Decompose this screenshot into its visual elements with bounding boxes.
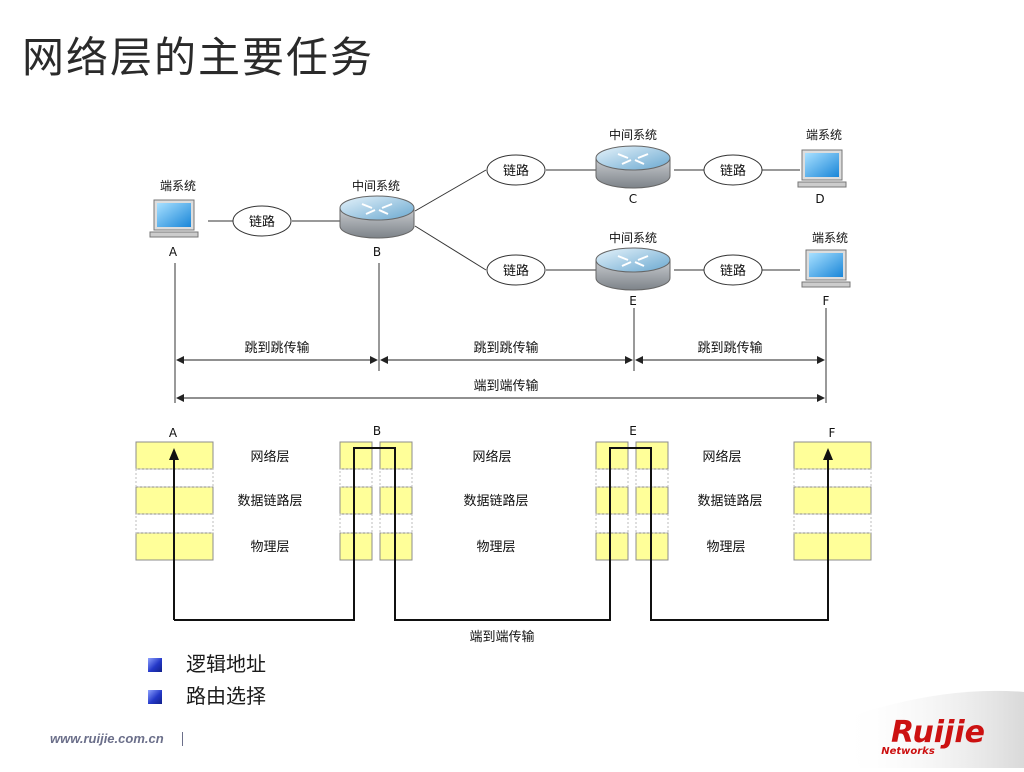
bullet-item-routing: 路由选择 [146, 680, 266, 712]
node-label-e-top: E [629, 294, 637, 308]
bullet-item-logical-address: 逻辑地址 [146, 648, 266, 680]
layer-label-physical-1: 物理层 [250, 540, 289, 555]
end-system-label-a: 端系统 [160, 179, 196, 193]
bullet-list: 逻辑地址 路由选择 [146, 648, 266, 712]
end-to-end-label-top: 端到端传输 [473, 378, 538, 394]
link-ellipse [486, 154, 546, 186]
network-layer-diagram: 端系统 A 链路 中间系统 B 链路 链路 中间系统 C 中间系统 E 链路 链… [118, 108, 883, 653]
bullet-text: 路由选择 [186, 684, 266, 708]
end-system-label-f: 端系统 [812, 231, 848, 245]
link-label: 链路 [720, 163, 746, 179]
footer-url: www.ruijie.com.cn [50, 731, 164, 746]
node-label-a-bottom: A [169, 426, 178, 440]
data-path [173, 447, 829, 621]
node-label-b-top: B [373, 245, 381, 259]
node-label-b-bottom: B [373, 424, 381, 438]
router-icon-e [595, 247, 671, 291]
hop-label-1: 跳到跳传输 [244, 340, 309, 356]
node-label-c: C [629, 192, 637, 206]
layer-label-network-3: 网络层 [702, 449, 741, 465]
node-label-f-top: F [823, 294, 830, 308]
link-ellipse [486, 254, 546, 286]
node-label-d: D [815, 192, 824, 206]
intermediate-system-label-b: 中间系统 [352, 178, 400, 193]
intermediate-system-label-e: 中间系统 [609, 230, 657, 245]
node-label-f-bottom: F [829, 426, 836, 440]
logo-subtext: Networks [881, 746, 935, 757]
link-ellipse [232, 205, 292, 237]
intermediate-system-label-c: 中间系统 [609, 127, 657, 142]
node-label-e-bottom: E [629, 424, 637, 438]
router-icon-b [339, 195, 415, 239]
layer-label-datalink-3: 数据链路层 [697, 493, 762, 509]
bullet-square-icon [148, 690, 162, 704]
bullet-text: 逻辑地址 [186, 652, 266, 676]
link-label: 链路 [249, 214, 275, 230]
hop-label-2: 跳到跳传输 [473, 340, 538, 356]
link-label: 链路 [503, 163, 529, 179]
end-system-label-d: 端系统 [806, 128, 842, 142]
router-icon-c [595, 145, 671, 189]
arrow-up-icon [823, 448, 833, 460]
layer-label-datalink-2: 数据链路层 [463, 493, 528, 509]
arrow-up-icon [169, 448, 179, 460]
logo-wordmark: Ruijie [891, 715, 985, 750]
bullet-square-icon [148, 658, 162, 672]
layer-label-network-1: 网络层 [250, 449, 289, 465]
link-ellipse [703, 254, 763, 286]
ruijie-logo: Ruijie Networks [830, 690, 1024, 768]
computer-icon-d [797, 149, 847, 188]
computer-icon-f [801, 249, 851, 288]
footer-divider [182, 732, 183, 746]
computer-icon-a [149, 199, 199, 238]
layer-label-datalink-1: 数据链路层 [237, 493, 302, 509]
layer-label-physical-3: 物理层 [706, 540, 745, 555]
link-label: 链路 [503, 263, 529, 279]
layer-label-network-2: 网络层 [472, 449, 511, 465]
layer-label-physical-2: 物理层 [476, 540, 515, 555]
link-ellipse [703, 154, 763, 186]
end-to-end-label-bottom: 端到端传输 [469, 629, 534, 645]
link-label: 链路 [720, 263, 746, 279]
hop-label-3: 跳到跳传输 [697, 340, 762, 356]
node-label-a-top: A [169, 245, 178, 259]
layer-stacks [135, 441, 872, 561]
slide-title: 网络层的主要任务 [22, 33, 375, 82]
